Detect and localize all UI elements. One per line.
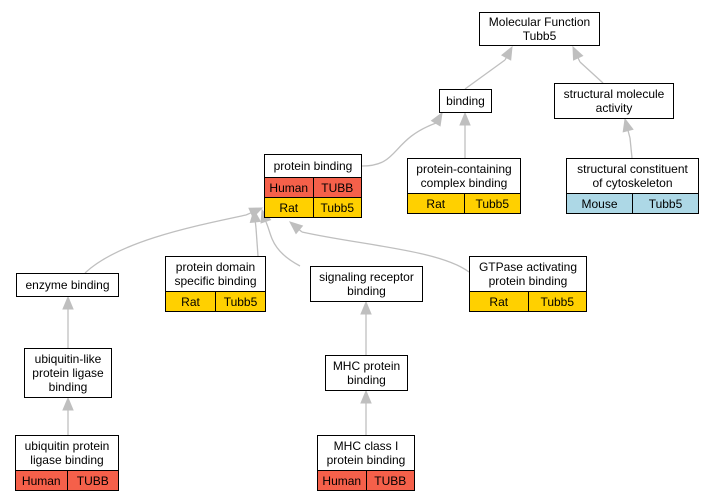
species-cell: Rat (279, 200, 299, 215)
arrowhead (62, 295, 74, 310)
go-term-label: Molecular Function Tubb5 (488, 15, 591, 43)
go-term-label: ubiquitin protein ligase binding (24, 439, 110, 467)
edge-connector (504, 57, 507, 61)
go-term-label: signaling receptor binding (319, 270, 414, 298)
species-cell: Rat (426, 196, 446, 211)
go-term-label: ubiquitin-like protein ligase binding (32, 352, 104, 394)
gene-cell: TUBB (312, 178, 362, 197)
arrowhead (360, 300, 372, 315)
species-cell: Rat (489, 294, 509, 309)
species-cell: Human (322, 473, 362, 488)
gene-cell: Tubb5 (527, 292, 587, 311)
edge-connector (577, 57, 581, 63)
arrowhead (360, 389, 372, 404)
go-term-label: binding (446, 94, 485, 108)
arrowhead (572, 45, 584, 61)
species-cell: Human (269, 180, 309, 195)
go-term-ubiquitin-like-protein-ligase-binding[interactable]: ubiquitin-like protein ligase binding (24, 348, 112, 398)
arrowhead (289, 221, 304, 235)
go-term-label: protein-containing complex binding (416, 162, 512, 190)
go-term-binding[interactable]: binding (439, 89, 492, 113)
edge-signaling-receptor-binding-to-protein-binding (265, 221, 301, 267)
go-term-label: MHC protein binding (332, 359, 401, 387)
annotation-row-rat: Rat Tubb5 (408, 193, 520, 213)
annotation-row-human: Human TUBB (16, 470, 118, 490)
gene-cell: TUBB (66, 471, 119, 490)
edge-connector (245, 212, 252, 216)
edge-connector (254, 221, 257, 229)
annotation-row-rat: Rat Tubb5 (470, 291, 586, 311)
go-term-molecular-function[interactable]: Molecular Function Tubb5 (479, 12, 600, 46)
species-cell: Human (21, 473, 61, 488)
annotation-row-mouse: Mouse Tubb5 (567, 193, 698, 213)
species-cell: Rat (181, 294, 200, 309)
edge-gtpase-activating-protein-binding-to-protein-binding (301, 231, 470, 273)
gene-cell: TUBB (365, 471, 415, 490)
gene-cell: Tubb5 (312, 198, 362, 217)
edge-protein-binding-to-binding (361, 122, 437, 167)
species-cell: Mouse (581, 196, 618, 211)
arrowhead (501, 45, 513, 61)
edge-structural-molecule-activity-to-molecular-function (579, 61, 604, 84)
arrowhead (249, 208, 262, 224)
annotation-row-rat: Rat Tubb5 (265, 197, 361, 217)
edge-connector (627, 130, 631, 139)
go-term-label: MHC class I protein binding (326, 439, 406, 467)
arrowhead (622, 117, 634, 133)
go-term-enzyme-binding[interactable]: enzyme binding (16, 273, 119, 297)
gene-cell: Tubb5 (632, 194, 698, 213)
go-term-label: structural molecule activity (563, 87, 665, 115)
edge-binding-to-molecular-function (464, 59, 506, 90)
arrowhead (459, 111, 471, 126)
go-term-label: protein domain specific binding (174, 260, 257, 288)
gene-cell: Tubb5 (215, 292, 265, 311)
go-term-mhc-protein-binding[interactable]: MHC protein binding (325, 355, 408, 391)
gene-cell: Tubb5 (463, 194, 521, 213)
go-term-label: protein binding (273, 159, 353, 173)
go-term-structural-molecule-activity[interactable]: structural molecule activity (554, 83, 674, 119)
edge-enzyme-binding-to-protein-binding (84, 214, 247, 274)
go-term-label: GTPase activating protein binding (478, 260, 578, 288)
edge-connector (298, 229, 303, 233)
go-term-label: structural constituent of cytoskeleton (577, 162, 688, 190)
go-term-signaling-receptor-binding[interactable]: signaling receptor binding (310, 266, 423, 302)
go-term-label: enzyme binding (25, 278, 110, 292)
arrowhead (62, 396, 74, 411)
edge-structural-constituent-of-cytoskeleton-to-structural-molecule-activity (629, 137, 633, 159)
edge-protein-domain-specific-binding-to-protein-binding (255, 227, 259, 257)
annotation-row-rat: Rat Tubb5 (166, 291, 265, 311)
